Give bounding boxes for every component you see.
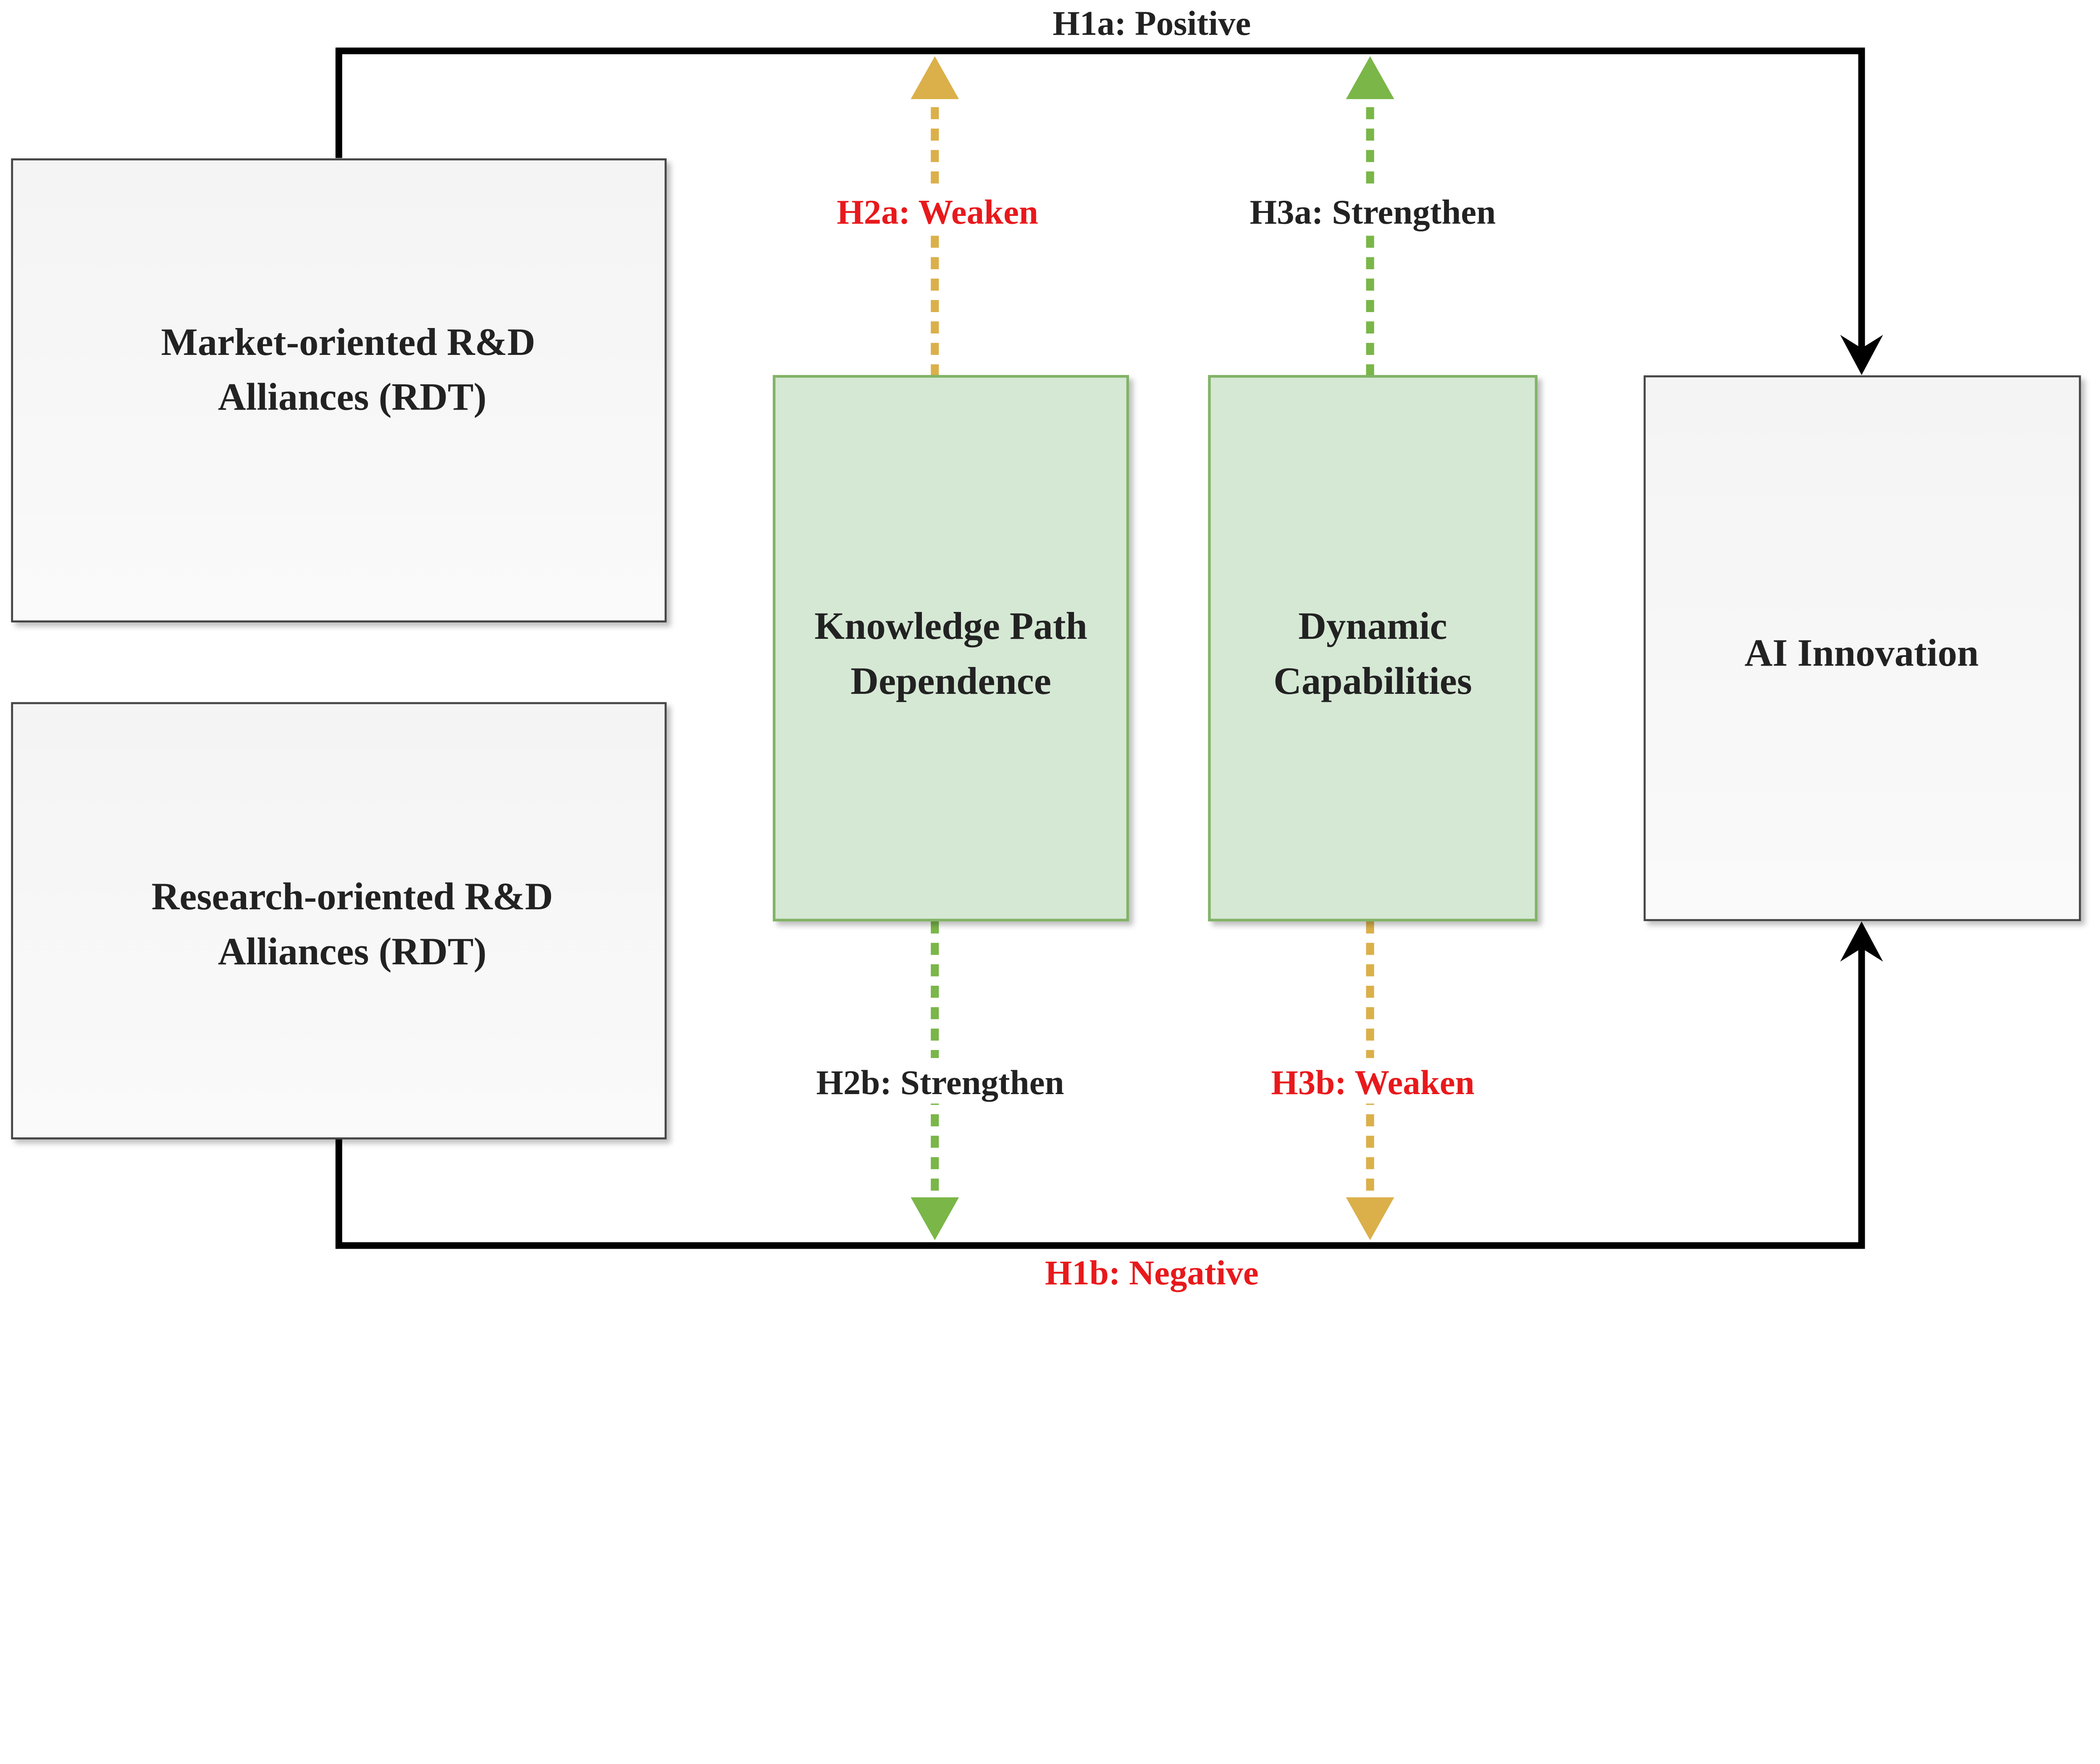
h1b-arrowhead-icon (1840, 921, 1883, 962)
kpd-label-line2: Dependence (850, 660, 1051, 703)
dc-label-line2: Capabilities (1273, 660, 1472, 703)
ai-innovation-box: AI Innovation (1643, 375, 2081, 921)
h1a-label: H1a: Positive (1053, 4, 1251, 42)
ai-label: AI Innovation (1745, 632, 1979, 675)
h1a-arrowhead-icon (1840, 335, 1883, 375)
market-oriented-box: Market-oriented R&D Alliances (RDT) (11, 158, 667, 622)
kpd-label-line1: Knowledge Path (814, 605, 1087, 648)
research-label-line2: Alliances (RDT) (218, 930, 487, 973)
h3b-label: H3b: Weaken (1271, 1063, 1474, 1102)
h1b-label: H1b: Negative (1045, 1253, 1259, 1292)
h2a-label: H2a: Weaken (837, 193, 1038, 231)
h3b-arrowhead-icon (1346, 1197, 1394, 1240)
h1a-connector (335, 47, 1865, 351)
market-label-line2: Alliances (RDT) (218, 376, 487, 419)
h2b-arrowhead-icon (911, 1197, 959, 1240)
h2b-label: H2b: Strengthen (816, 1063, 1064, 1102)
h1b-connector (335, 945, 1865, 1249)
research-model-diagram: Market-oriented R&D Alliances (RDT) Rese… (11, 3, 2081, 1292)
h2a-arrowhead-icon (911, 56, 959, 99)
market-label-line1: Market-oriented R&D (161, 321, 536, 364)
dc-label-line1: Dynamic (1298, 605, 1447, 648)
research-oriented-box: Research-oriented R&D Alliances (RDT) (11, 702, 667, 1139)
h3a-label: H3a: Strengthen (1250, 193, 1496, 231)
knowledge-path-dependence-box: Knowledge Path Dependence (772, 375, 1129, 921)
h3a-arrowhead-icon (1346, 56, 1394, 99)
diagram-canvas: Market-oriented R&D Alliances (RDT) Rese… (11, 3, 2081, 1292)
dynamic-capabilities-box: Dynamic Capabilities (1208, 375, 1538, 921)
research-label-line1: Research-oriented R&D (152, 875, 553, 918)
